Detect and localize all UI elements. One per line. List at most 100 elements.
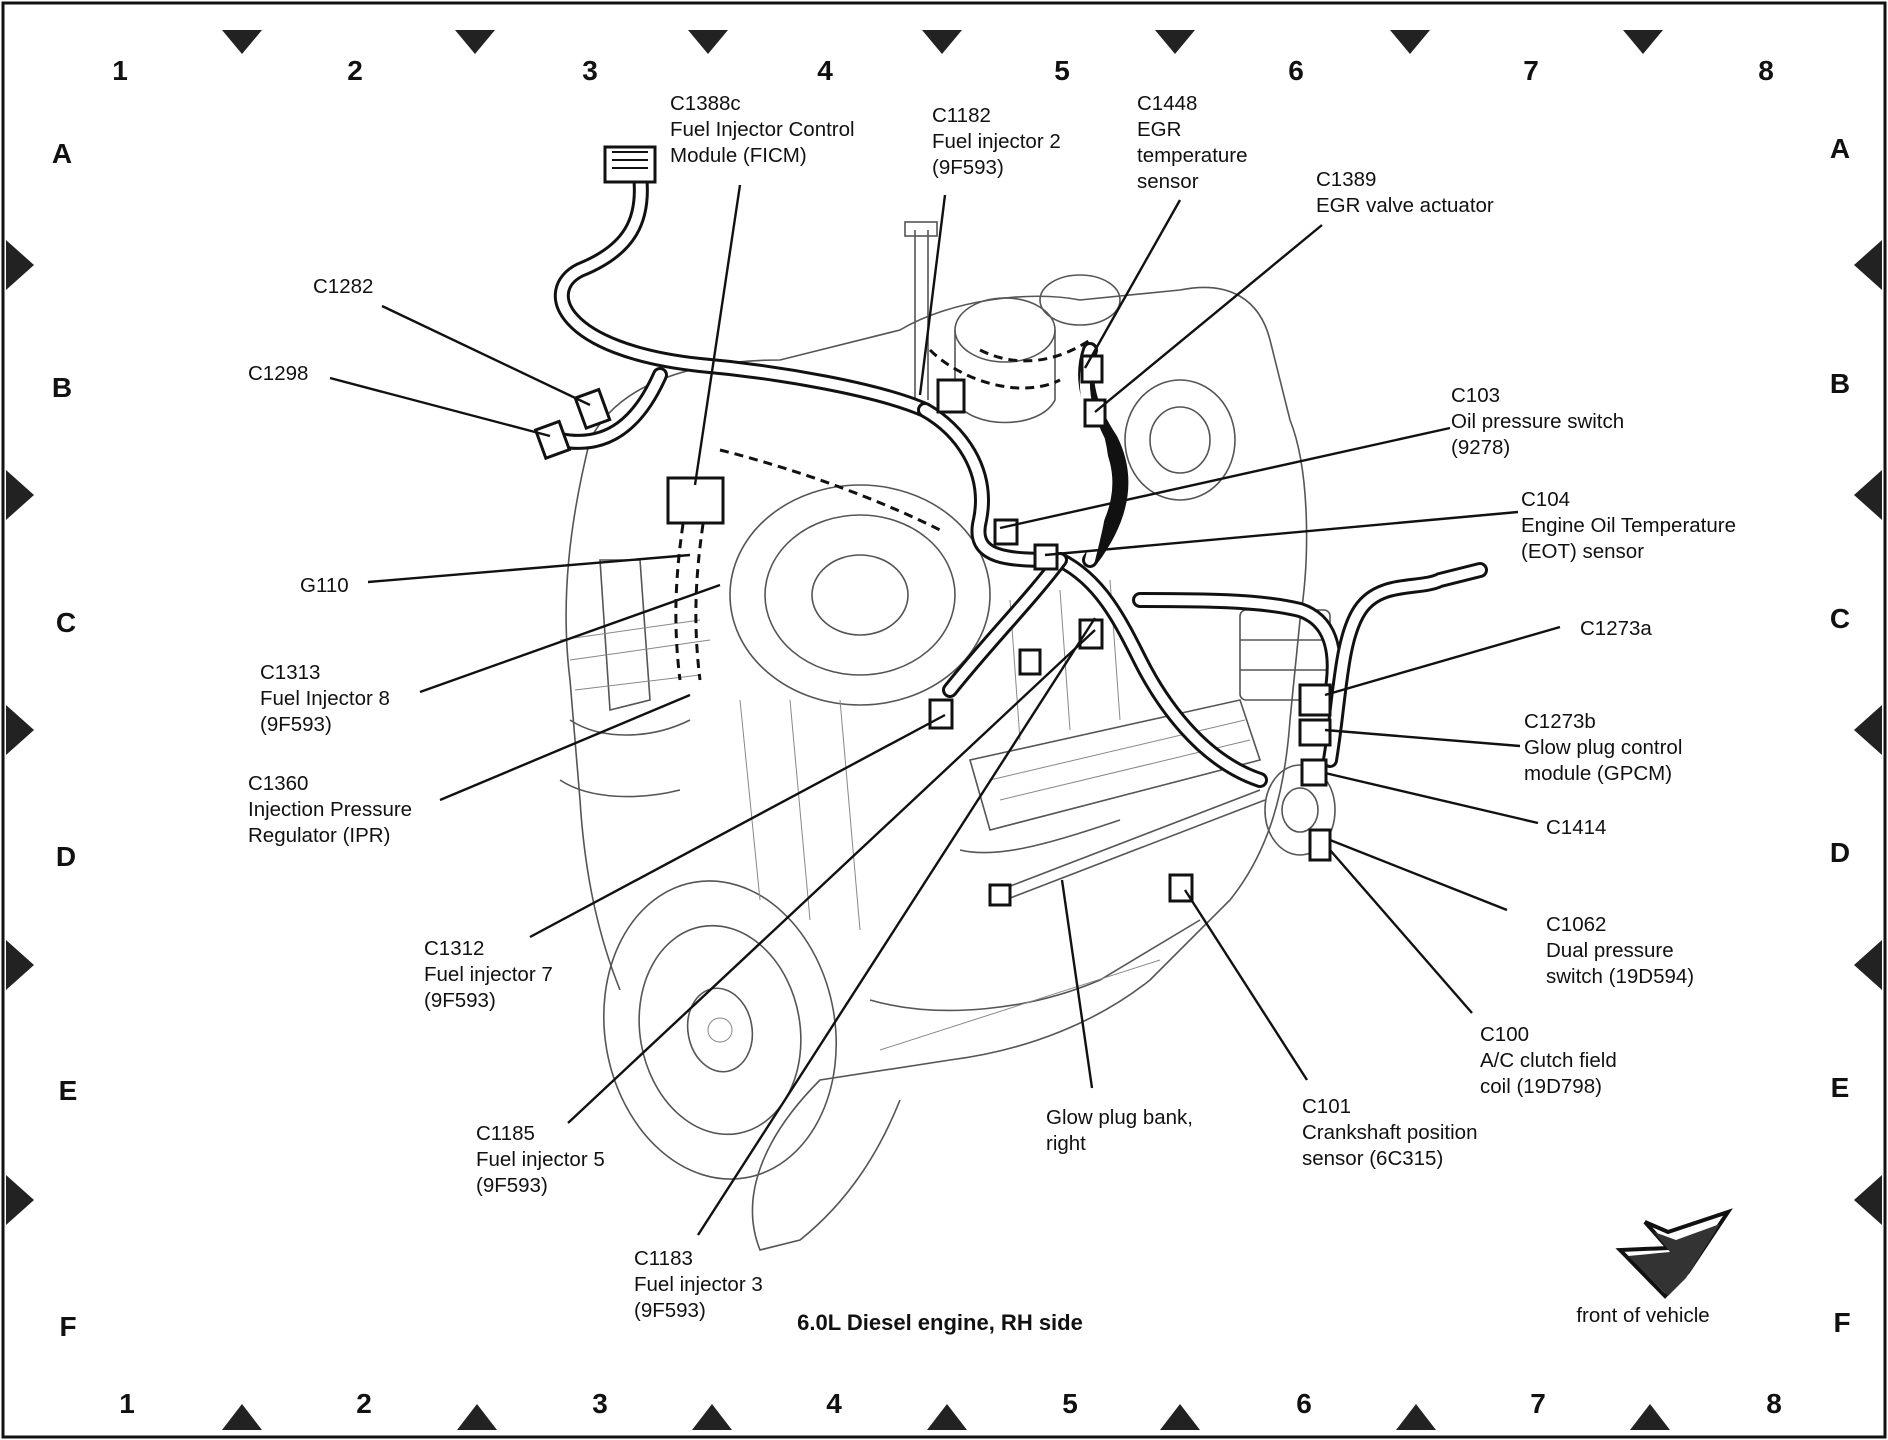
col-label: 3 [592, 1388, 608, 1419]
callout-line: Dual pressure [1546, 939, 1674, 962]
col-label: 1 [112, 55, 128, 86]
callout-line: sensor [1137, 170, 1199, 193]
row-label: A [52, 138, 72, 169]
callout-line: C101 [1302, 1095, 1351, 1118]
engine-line-art [559, 221, 1336, 1251]
leader-lines [329, 184, 1561, 1236]
callout-line: (9F593) [476, 1174, 548, 1197]
col-label: 2 [347, 55, 363, 86]
col-label: 8 [1766, 1388, 1782, 1419]
callout-line: Fuel injector 2 [932, 130, 1061, 153]
callout-line: C1389 [1316, 168, 1376, 191]
callout-c1183: C1183 Fuel injector 3 (9F593) [634, 1247, 763, 1322]
callout-line: (EOT) sensor [1521, 540, 1644, 563]
col-label: 8 [1758, 55, 1774, 86]
row-label: C [1830, 603, 1850, 634]
callout-line: (9F593) [424, 989, 496, 1012]
callout-line: Engine Oil Temperature [1521, 514, 1736, 537]
callout-line: C1414 [1546, 816, 1606, 839]
callout-line: C1282 [313, 275, 373, 298]
callout-line: (9278) [1451, 436, 1510, 459]
callout-line: C1388c [670, 92, 741, 115]
callout-line: C1448 [1137, 92, 1197, 115]
row-label: B [1830, 368, 1850, 399]
callout-c1273b: C1273b Glow plug control module (GPCM) [1524, 710, 1682, 785]
col-label: 3 [582, 55, 598, 86]
callout-c1448: C1448 EGR temperature sensor [1137, 92, 1248, 193]
callout-line: (9F593) [260, 713, 332, 736]
callout-line: Injection Pressure [248, 798, 412, 821]
callout-line: switch (19D594) [1546, 965, 1694, 988]
col-label: 7 [1523, 55, 1539, 86]
callout-c1414: C1414 [1546, 816, 1606, 839]
callout-line: C103 [1451, 384, 1500, 407]
row-label: C [56, 607, 76, 638]
callout-c104: C104 Engine Oil Temperature (EOT) sensor [1521, 488, 1736, 563]
callout-line: Fuel injector 7 [424, 963, 553, 986]
callout-glow-plug-bank: Glow plug bank, right [1046, 1106, 1193, 1155]
col-label: 4 [817, 55, 833, 86]
diagram-title: 6.0L Diesel engine, RH side [797, 1310, 1083, 1335]
row-label: F [1833, 1307, 1850, 1338]
col-label: 6 [1288, 55, 1304, 86]
row-label: A [1830, 133, 1850, 164]
callout-line: right [1046, 1132, 1086, 1155]
callout-line: Module (FICM) [670, 144, 807, 167]
callout-line: G110 [300, 574, 349, 597]
callout-line: C1360 [248, 772, 308, 795]
row-label: D [56, 841, 76, 872]
callout-line: C1182 [932, 104, 991, 127]
callout-c1062: C1062 Dual pressure switch (19D594) [1546, 913, 1694, 988]
callout-line: (9F593) [634, 1299, 706, 1322]
callout-c1185: C1185 Fuel injector 5 (9F593) [476, 1122, 605, 1197]
callout-line: A/C clutch field [1480, 1049, 1617, 1072]
callout-line: C100 [1480, 1023, 1529, 1046]
callout-c101: C101 Crankshaft position sensor (6C315) [1302, 1095, 1477, 1170]
callout-line: EGR valve actuator [1316, 194, 1494, 217]
callout-c100: C100 A/C clutch field coil (19D798) [1480, 1023, 1617, 1098]
callout-line: Fuel injector 3 [634, 1273, 763, 1296]
callout-line: Fuel Injector Control [670, 118, 855, 141]
row-label: E [59, 1075, 78, 1106]
grid-row-labels-right: A B C D E F [1830, 133, 1851, 1338]
row-label: E [1831, 1072, 1850, 1103]
callout-line: C1183 [634, 1247, 693, 1270]
grid-row-labels-left: A B C D E F [52, 138, 77, 1342]
col-label: 1 [119, 1388, 135, 1419]
callout-line: coil (19D798) [1480, 1075, 1602, 1098]
col-label: 7 [1530, 1388, 1546, 1419]
callout-line: C1312 [424, 937, 484, 960]
callout-line: EGR [1137, 118, 1181, 141]
callout-line: C1313 [260, 661, 320, 684]
callout-line: temperature [1137, 144, 1248, 167]
callout-line: Regulator (IPR) [248, 824, 390, 847]
callout-line: (9F593) [932, 156, 1004, 179]
callout-c1298: C1298 [248, 362, 308, 385]
callout-line: Fuel Injector 8 [260, 687, 390, 710]
callout-line: Fuel injector 5 [476, 1148, 605, 1171]
callout-c1389: C1389 EGR valve actuator [1316, 168, 1494, 217]
grid-column-labels-bottom: 1 2 3 4 5 6 7 8 [119, 1388, 1782, 1419]
callout-line: Glow plug control [1524, 736, 1682, 759]
grid-column-labels-top: 1 2 3 4 5 6 7 8 [112, 55, 1774, 86]
callout-c1273a: C1273a [1580, 617, 1652, 640]
grid-markers-top [222, 30, 1663, 54]
col-label: 2 [356, 1388, 372, 1419]
front-of-vehicle-label: front of vehicle [1576, 1304, 1709, 1327]
callout-c1313: C1313 Fuel Injector 8 (9F593) [260, 661, 390, 736]
callout-c1312: C1312 Fuel injector 7 (9F593) [424, 937, 553, 1012]
callout-line: C1298 [248, 362, 308, 385]
front-arrow-icon [1615, 1208, 1733, 1299]
callout-g110: G110 [300, 574, 349, 597]
callout-line: sensor (6C315) [1302, 1147, 1443, 1170]
row-label: B [52, 372, 72, 403]
callout-c103: C103 Oil pressure switch (9278) [1451, 384, 1624, 459]
callout-line: module (GPCM) [1524, 762, 1672, 785]
callout-c1282: C1282 [313, 275, 373, 298]
callout-line: Oil pressure switch [1451, 410, 1624, 433]
grid-markers-bottom [222, 1404, 1670, 1430]
callout-line: C1185 [476, 1122, 535, 1145]
